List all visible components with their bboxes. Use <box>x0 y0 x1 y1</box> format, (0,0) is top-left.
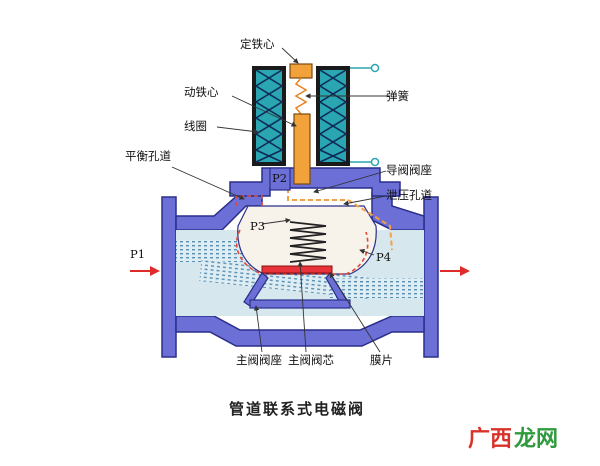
terminal-top <box>370 63 380 73</box>
label-pilot-seat: 导阀阀座 <box>386 163 432 177</box>
diagram-caption: 管道联系式电磁阀 <box>229 400 365 418</box>
label-coil: 线圈 <box>184 119 207 133</box>
watermark-logo: 广西 龙网 <box>468 426 558 452</box>
diaphragm <box>261 265 333 274</box>
label-diaphragm: 膜片 <box>370 353 393 367</box>
label-moving-core: 动铁心 <box>184 85 219 99</box>
label-p2: P2 <box>272 171 287 185</box>
main-valve-seat <box>249 299 351 309</box>
solenoid <box>252 63 380 185</box>
svg-text:龙网: 龙网 <box>514 427 558 452</box>
lower-pipe-wall <box>175 315 425 347</box>
label-p4: P4 <box>376 250 391 264</box>
label-balance-hole: 平衡孔道 <box>125 149 171 163</box>
fixed-core <box>289 63 313 79</box>
right-flange <box>423 196 439 358</box>
pilot-tube <box>269 167 291 191</box>
main-spring <box>289 221 327 263</box>
label-fixed-core: 定铁心 <box>240 37 275 51</box>
label-p3: P3 <box>250 219 265 233</box>
label-main-core: 主阀阀芯 <box>288 353 334 367</box>
outlet-arrow <box>440 266 470 276</box>
label-relief-hole: 泄压孔道 <box>386 188 432 202</box>
terminal-bottom <box>370 157 380 167</box>
leader-lines <box>171 47 390 353</box>
label-spring: 弹簧 <box>386 89 409 103</box>
core-spring <box>294 77 308 115</box>
svg-text:广西: 广西 <box>468 426 512 452</box>
relief-path-dash <box>287 188 393 251</box>
label-p1: P1 <box>130 247 145 261</box>
label-main-seat: 主阀阀座 <box>236 353 282 367</box>
inlet-arrow <box>130 266 160 276</box>
left-flange <box>161 196 177 358</box>
moving-core <box>293 113 311 185</box>
